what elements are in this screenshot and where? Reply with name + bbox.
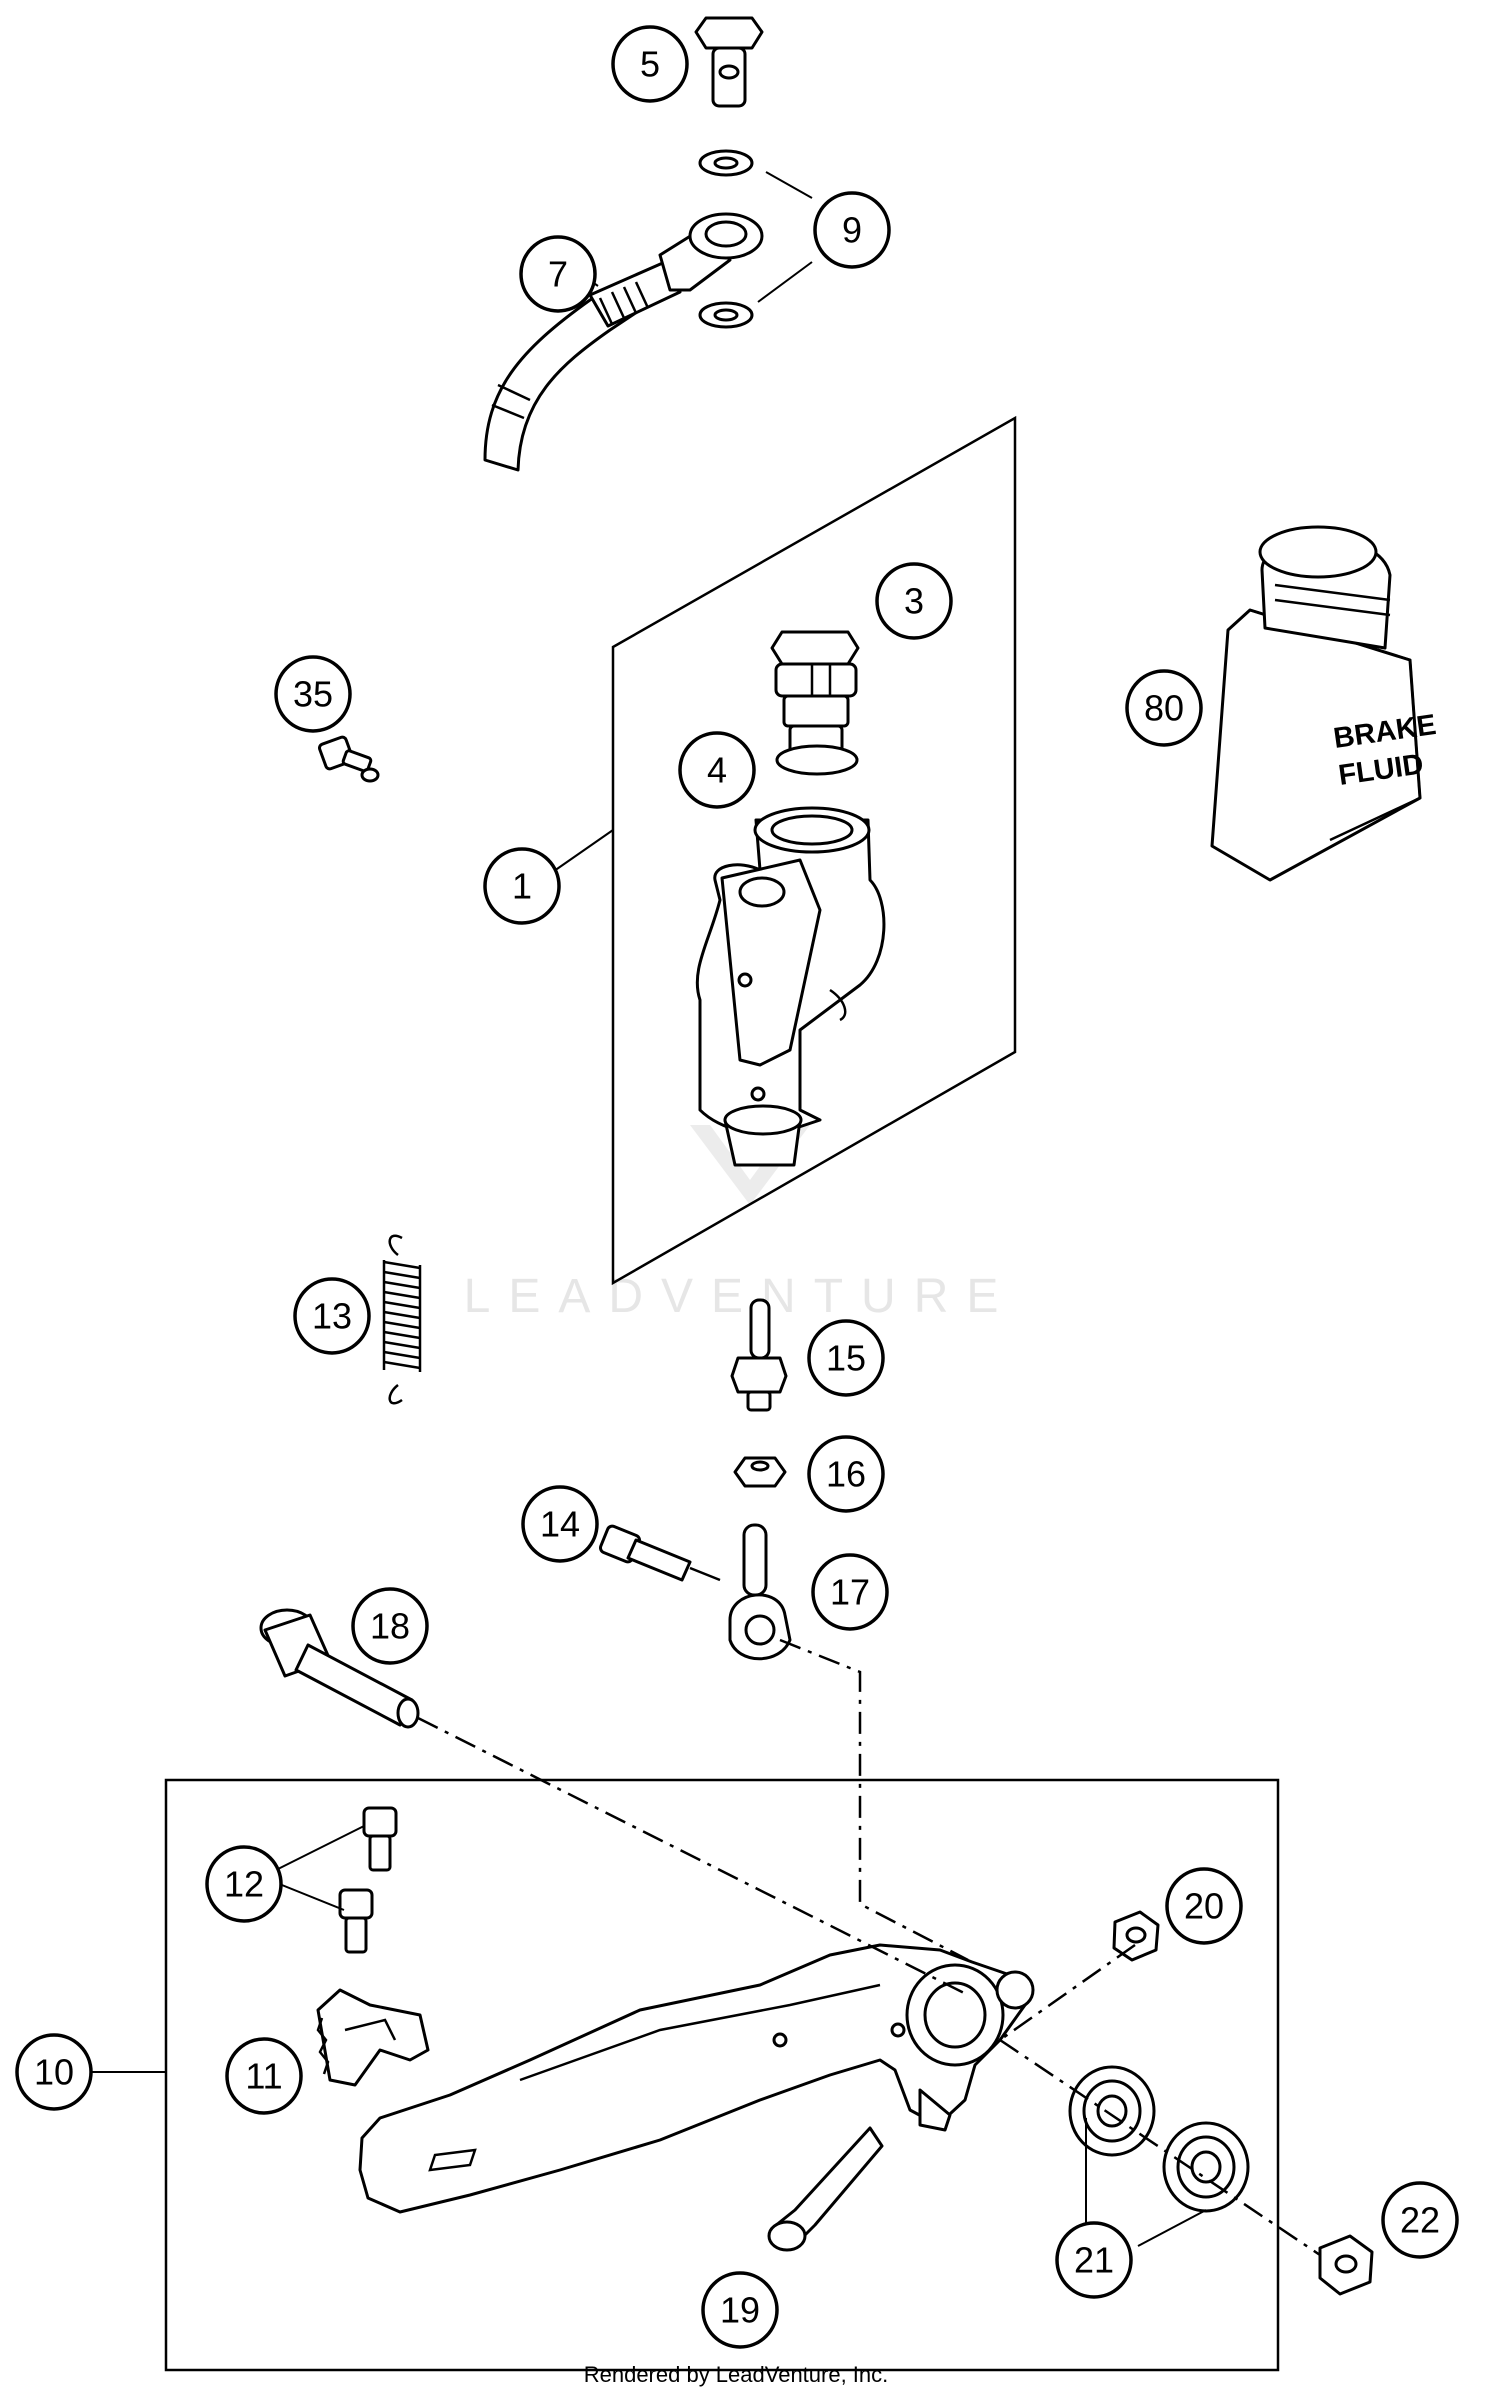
pivot-nut <box>1112 1910 1160 1962</box>
pivot-bearings <box>1068 2065 1250 2213</box>
callout-13-label: 13 <box>312 1296 352 1337</box>
callout-18: 18 <box>351 1587 429 1665</box>
callout-17: 17 <box>811 1553 889 1631</box>
brake-fluid-bottle: BRAKE FLUID <box>1210 525 1438 882</box>
callout-4-label: 4 <box>707 750 727 791</box>
master-cylinder-kit-box <box>611 415 1017 1286</box>
credit-text: Rendered by LeadVenture, Inc. <box>584 2362 889 2387</box>
brake-pedal-assembly-box <box>164 1778 1280 2372</box>
callout-16-label: 16 <box>826 1454 866 1495</box>
callout-3: 3 <box>875 562 953 640</box>
push-rod <box>730 1298 788 1412</box>
callout-80: 80 <box>1125 669 1203 747</box>
callout-1-label: 1 <box>512 866 532 907</box>
callout-18-label: 18 <box>370 1606 410 1647</box>
callout-7: 7 <box>519 235 597 313</box>
outer-nut <box>1318 2234 1374 2296</box>
return-spring <box>382 1234 422 1405</box>
callout-11: 11 <box>225 2037 303 2115</box>
callout-19-label: 19 <box>720 2290 760 2331</box>
pedal-bolt <box>767 2126 884 2252</box>
callout-13: 13 <box>293 1277 371 1355</box>
clevis <box>728 1523 792 1661</box>
callout-12-label: 12 <box>224 1864 264 1905</box>
callout-20: 20 <box>1165 1867 1243 1945</box>
sealing-rings <box>698 149 754 329</box>
callout-21-label: 21 <box>1074 2240 1114 2281</box>
callout-15: 15 <box>807 1319 885 1397</box>
callout-9: 9 <box>813 191 891 269</box>
callout-22: 22 <box>1381 2181 1459 2259</box>
pedal-step <box>316 1988 430 2087</box>
callout-35: 35 <box>274 655 352 733</box>
brake-line <box>483 212 764 472</box>
callout-14-label: 14 <box>540 1504 580 1545</box>
callout-80-label: 80 <box>1144 688 1184 729</box>
callout-3-label: 3 <box>904 581 924 622</box>
callout-15-label: 15 <box>826 1338 866 1379</box>
lock-nut <box>733 1456 787 1488</box>
reservoir-fitting <box>770 630 860 766</box>
callout-35-label: 35 <box>293 674 333 715</box>
callout-14: 14 <box>521 1485 599 1563</box>
callout-5-label: 5 <box>640 44 660 85</box>
callout-20-label: 20 <box>1184 1886 1224 1927</box>
o-ring <box>775 744 859 776</box>
callout-22-label: 22 <box>1400 2200 1440 2241</box>
callout-11-label: 11 <box>245 2056 282 2097</box>
callout-9-label: 9 <box>842 210 862 251</box>
callout-10-label: 10 <box>34 2052 74 2093</box>
callout-19: 19 <box>701 2271 779 2349</box>
banjo-bolt <box>694 16 764 108</box>
callout-10: 10 <box>15 2033 93 2111</box>
callout-7-label: 7 <box>548 254 568 295</box>
small-screw <box>318 735 380 783</box>
master-cylinder <box>695 806 886 1167</box>
callout-12: 12 <box>205 1845 283 1923</box>
pivot-bolt <box>259 1608 420 1729</box>
callout-1: 1 <box>483 847 561 925</box>
clevis-bolt <box>599 1524 721 1582</box>
leader-lines <box>92 171 1207 2247</box>
callout-16: 16 <box>807 1435 885 1513</box>
callout-4: 4 <box>678 731 756 809</box>
pedal-screws <box>338 1806 398 1954</box>
callout-5: 5 <box>611 25 689 103</box>
assembly-centerlines <box>417 1638 1321 2257</box>
callout-21: 21 <box>1055 2221 1133 2299</box>
brake-pedal <box>358 1943 1035 2214</box>
watermark-text: LEADVENTURE <box>464 1270 1017 1323</box>
callout-17-label: 17 <box>830 1572 870 1613</box>
